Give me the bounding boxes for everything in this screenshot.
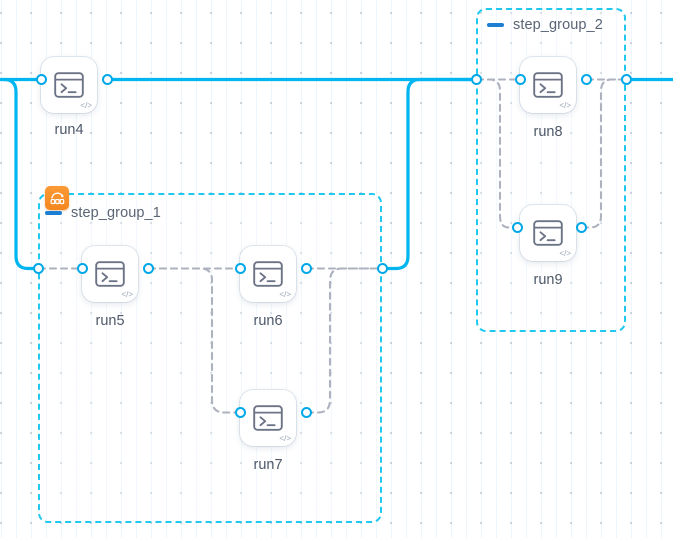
step-group-badge-icon [45, 186, 69, 210]
node-label-run7: run7 [253, 457, 283, 473]
port-run4-output[interactable] [102, 74, 113, 85]
node-run7[interactable]: </> [240, 390, 296, 446]
terminal-icon [253, 405, 283, 431]
port-run4-input[interactable] [36, 74, 47, 85]
group-header-step_group_2[interactable]: step_group_2 [487, 17, 603, 33]
terminal-icon [54, 72, 84, 98]
port-step_group_1-input[interactable] [33, 263, 44, 274]
port-step_group_1-output[interactable] [377, 263, 388, 274]
node-run4[interactable]: </> [41, 57, 97, 113]
code-glyph-icon: </> [121, 290, 133, 299]
node-run5[interactable]: </> [82, 246, 138, 302]
group-header-step_group_1[interactable]: step_group_1 [45, 205, 161, 221]
code-glyph-icon: </> [559, 249, 571, 258]
port-run5-input[interactable] [77, 263, 88, 274]
node-label-run8: run8 [533, 124, 563, 140]
node-label-run9: run9 [533, 272, 563, 288]
node-label-run6: run6 [253, 313, 283, 329]
code-glyph-icon: </> [80, 101, 92, 110]
group-title-step_group_1: step_group_1 [71, 205, 161, 221]
terminal-icon [253, 261, 283, 287]
collapse-dash-icon[interactable] [487, 23, 504, 27]
code-glyph-icon: </> [559, 101, 571, 110]
code-glyph-icon: </> [279, 434, 291, 443]
port-run7-input[interactable] [235, 407, 246, 418]
port-run9-input[interactable] [512, 222, 523, 233]
port-run7-output[interactable] [301, 407, 312, 418]
port-run5-output[interactable] [143, 263, 154, 274]
node-run6[interactable]: </> [240, 246, 296, 302]
edge-group1-out-up [381, 77, 473, 271]
port-step_group_2-input[interactable] [471, 74, 482, 85]
port-run8-input[interactable] [515, 74, 526, 85]
edge-left-to-group1 [2, 77, 35, 271]
node-label-run4: run4 [54, 122, 84, 138]
port-run8-output[interactable] [581, 74, 592, 85]
port-run6-input[interactable] [235, 263, 246, 274]
collapse-dash-icon[interactable] [45, 211, 62, 215]
port-run9-output[interactable] [576, 222, 587, 233]
node-run9[interactable]: </> [520, 205, 576, 261]
terminal-icon [533, 72, 563, 98]
terminal-icon [533, 220, 563, 246]
node-run8[interactable]: </> [520, 57, 576, 113]
terminal-icon [95, 261, 125, 287]
group-title-step_group_2: step_group_2 [513, 17, 603, 33]
port-run6-output[interactable] [301, 263, 312, 274]
port-step_group_2-output[interactable] [621, 74, 632, 85]
node-label-run5: run5 [95, 313, 125, 329]
code-glyph-icon: </> [279, 290, 291, 299]
group-box-step_group_1[interactable] [38, 193, 382, 523]
